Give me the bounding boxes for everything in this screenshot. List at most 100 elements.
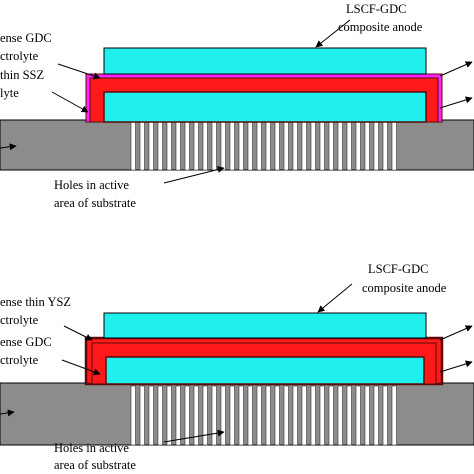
bottom-substrate-holes: [130, 385, 397, 446]
top-substrate-hole: [256, 121, 262, 171]
top-holes-label-2: area of substrate: [54, 196, 136, 210]
bottom-substrate-hole: [139, 385, 145, 446]
bottom-anode-leader: [317, 283, 353, 313]
top-substrate-hole: [301, 121, 307, 171]
bottom-dense-ysz-label-2: ctrolyte: [0, 313, 39, 327]
top-dense-gdc-label-2: ctrolyte: [0, 49, 39, 63]
bottom-substrate-hole: [310, 385, 316, 446]
bottom-substrate-hole: [283, 385, 289, 446]
bottom-inner-cathode: [105, 356, 425, 385]
top-substrate-hole: [292, 121, 298, 171]
top-right-leader-2: [439, 96, 473, 109]
top-substrate-hole: [130, 121, 136, 171]
top-substrate-hole: [346, 121, 352, 171]
top-inner-cathode: [103, 91, 427, 123]
top-right-leader-1: [439, 61, 473, 77]
bottom-right-leader-1: [439, 325, 473, 341]
bottom-substrate-hole: [292, 385, 298, 446]
bottom-dense-ysz-label-1: ense thin YSZ: [0, 295, 71, 309]
top-anode-leader: [315, 19, 351, 48]
top-anode-label-1: LSCF-GDC: [346, 2, 406, 16]
top-substrate-hole: [229, 121, 235, 171]
top-substrate: [0, 119, 474, 171]
bottom-dense-gdc-leader: [61, 359, 101, 376]
bottom-substrate-hole: [247, 385, 253, 446]
top-thin-ssz-label-2: lyte: [0, 86, 19, 100]
bottom-substrate-hole: [238, 385, 244, 446]
bottom-substrate-hole: [265, 385, 271, 446]
top-substrate-hole: [193, 121, 199, 171]
top-panel: LSCF-GDC composite anode ense GDC ctroly…: [0, 2, 474, 210]
top-substrate-hole: [265, 121, 271, 171]
top-substrate-hole: [238, 121, 244, 171]
bottom-substrate-hole: [382, 385, 388, 446]
top-substrate-hole: [373, 121, 379, 171]
top-substrate-hole: [355, 121, 361, 171]
bottom-substrate-hole: [355, 385, 361, 446]
bottom-substrate-hole: [274, 385, 280, 446]
bottom-substrate-hole: [301, 385, 307, 446]
top-thin-ssz-label-1: thin SSZ: [0, 68, 44, 82]
top-substrate-hole: [364, 121, 370, 171]
top-substrate-hole: [283, 121, 289, 171]
top-substrate-hole: [382, 121, 388, 171]
top-anode: [103, 47, 427, 75]
bottom-substrate-hole: [364, 385, 370, 446]
top-thin-ssz-leader: [51, 91, 89, 113]
bottom-substrate-hole: [202, 385, 208, 446]
bottom-substrate-hole: [328, 385, 334, 446]
top-substrate-hole: [220, 121, 226, 171]
bottom-substrate-hole: [130, 385, 136, 446]
top-substrate-leader-left: [0, 143, 17, 151]
bottom-panel: LSCF-GDC composite anode ense thin YSZ c…: [0, 262, 474, 472]
bottom-substrate-hole: [166, 385, 172, 446]
top-holes-leader: [163, 166, 225, 184]
top-substrate-hole: [175, 121, 181, 171]
top-substrate-hole: [391, 121, 397, 171]
top-substrate-hole: [319, 121, 325, 171]
top-substrate-hole: [274, 121, 280, 171]
top-substrate-hole: [310, 121, 316, 171]
top-substrate-hole: [157, 121, 163, 171]
top-substrate-hole: [211, 121, 217, 171]
top-substrate-hole: [166, 121, 172, 171]
bottom-holes-label-2: area of substrate: [54, 458, 136, 472]
top-anode-label-2: composite anode: [338, 20, 423, 34]
top-substrate-hole: [184, 121, 190, 171]
bottom-substrate-leader-left: [0, 409, 15, 417]
bottom-anode-label-1: LSCF-GDC: [368, 262, 428, 276]
bottom-holes-label-1: Holes in active: [54, 441, 129, 455]
bottom-substrate: [0, 382, 474, 446]
bottom-substrate-hole: [175, 385, 181, 446]
bottom-substrate-hole: [220, 385, 226, 446]
top-substrate-hole: [139, 121, 145, 171]
bottom-anode: [103, 312, 427, 339]
bottom-dense-ysz-leader: [63, 325, 93, 341]
bottom-substrate-hole: [391, 385, 397, 446]
top-dense-gdc-label-1: ense GDC: [0, 31, 52, 45]
bottom-dense-gdc-label-1: ense GDC: [0, 335, 52, 349]
top-substrate-hole: [337, 121, 343, 171]
bottom-substrate-hole: [346, 385, 352, 446]
bottom-right-leader-2: [439, 360, 473, 373]
bottom-holes-leader: [163, 429, 225, 443]
top-dense-gdc-leader: [57, 63, 101, 80]
bottom-substrate-hole: [193, 385, 199, 446]
bottom-substrate-hole: [211, 385, 217, 446]
top-substrate-hole: [148, 121, 154, 171]
bottom-dense-gdc-label-2: ctrolyte: [0, 353, 39, 367]
top-holes-label-1: Holes in active: [54, 178, 129, 192]
top-substrate-hole: [202, 121, 208, 171]
bottom-substrate-hole: [373, 385, 379, 446]
bottom-substrate-hole: [184, 385, 190, 446]
bottom-substrate-hole: [148, 385, 154, 446]
bottom-substrate-hole: [337, 385, 343, 446]
bottom-substrate-hole: [319, 385, 325, 446]
top-substrate-hole: [328, 121, 334, 171]
top-substrate-hole: [247, 121, 253, 171]
bottom-anode-label-2: composite anode: [362, 281, 447, 295]
bottom-substrate-hole: [256, 385, 262, 446]
bottom-substrate-hole: [157, 385, 163, 446]
bottom-substrate-hole: [229, 385, 235, 446]
